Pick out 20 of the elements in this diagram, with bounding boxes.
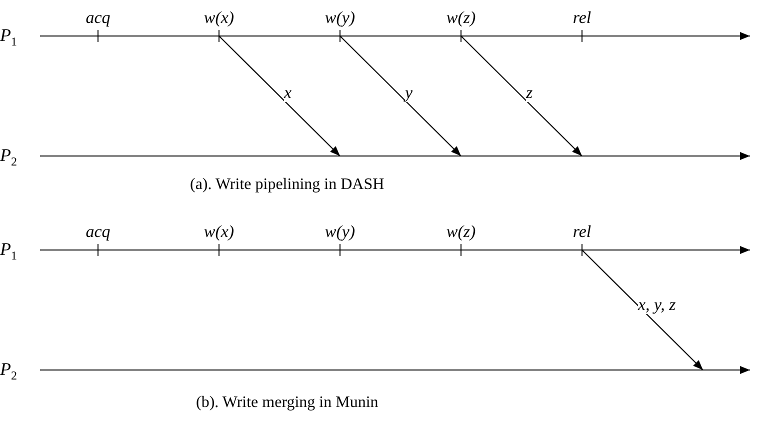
event-label: acq [86, 9, 110, 27]
caption: (b). Write merging in Munin [196, 394, 378, 412]
event-label: acq [86, 223, 110, 241]
event-label: w(z) [446, 9, 476, 27]
message-arrow [582, 250, 704, 370]
event-label: w(y) [324, 223, 356, 241]
message-arrow [340, 36, 462, 156]
process-label: P$_{2}$ [0, 359, 17, 385]
process-label: P$_{2}$ [0, 145, 17, 171]
event-label: rel [572, 223, 592, 241]
event-label: w(x) [204, 223, 234, 241]
message-arrow [218, 36, 340, 156]
event-label: w(y) [324, 9, 356, 27]
process-label: P$_{1}$ [0, 25, 17, 51]
process-label: P$_{1}$ [0, 239, 17, 265]
event-label: w(z) [446, 223, 476, 241]
message-arrow [460, 36, 582, 156]
caption: (a). Write pipelining in DASH [190, 176, 384, 194]
event-label: w(x) [204, 9, 234, 27]
event-label: rel [572, 9, 592, 27]
